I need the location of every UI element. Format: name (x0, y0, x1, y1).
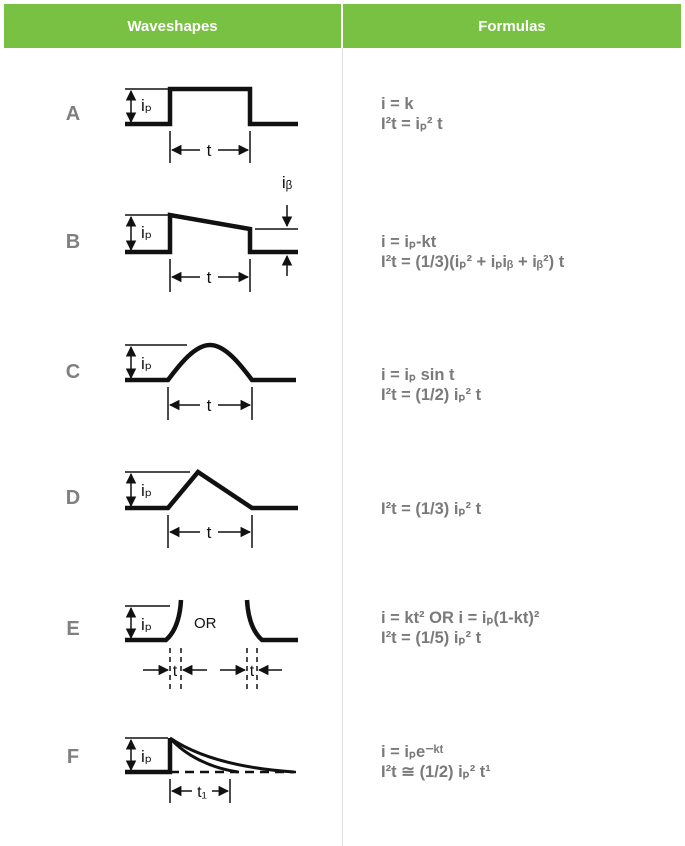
formula-c-line1: i = iₚ sin t (381, 366, 455, 384)
waveshape-e: iₚ OR t t (125, 599, 298, 690)
table-header: Waveshapes Formulas (0, 0, 685, 48)
formula-e-line2: I²t = (1/5) iₚ² t (381, 629, 482, 647)
formula-a-line2: I²t = iₚ² t (381, 115, 443, 133)
formula-f: i = iₚe⁻ᵏᵗ I²t ≅ (1/2) iₚ² t¹ (381, 742, 491, 782)
formula-d: I²t = (1/3) iₚ² t (381, 499, 481, 519)
t-label-a: t (207, 141, 212, 160)
ip-label-b: iₚ (141, 223, 152, 242)
waveshape-f: iₚ t₁ (125, 736, 296, 803)
column-divider (342, 48, 343, 846)
waveshapes-header: Waveshapes (4, 4, 341, 48)
t-label-d: t (207, 523, 212, 542)
formula-b: i = iₚ-kt I²t = (1/3)(iₚ² + iₚiᵦ + iᵦ²) … (381, 232, 564, 272)
formula-a: i = k I²t = iₚ² t (381, 94, 443, 134)
formula-c-line2: I²t = (1/2) iₚ² t (381, 386, 482, 404)
ip-label-c: iₚ (141, 354, 152, 373)
t1-label-f: t₁ (197, 784, 207, 801)
row-label-c: C (65, 361, 81, 383)
or-label-e: OR (194, 615, 217, 632)
waveshape-c: iₚ t (125, 342, 296, 420)
formula-b-line2: I²t = (1/3)(iₚ² + iₚiᵦ + iᵦ²) t (381, 253, 565, 271)
ip-label-e: iₚ (141, 615, 152, 634)
formula-f-line2: I²t ≅ (1/2) iₚ² t¹ (381, 763, 491, 781)
waveshape-a: iₚ t (125, 86, 298, 163)
ib-label-b: iᵦ (282, 173, 293, 192)
formulas-header: Formulas (343, 4, 681, 48)
formula-f-line1: i = iₚe⁻ᵏᵗ (381, 743, 444, 761)
row-label-e: E (66, 618, 80, 640)
formula-c: i = iₚ sin t I²t = (1/2) iₚ² t (381, 365, 481, 405)
t-label-e1: t (173, 663, 178, 680)
t-label-e2: t (250, 663, 255, 680)
waveshape-b: iₚ iᵦ t (125, 173, 298, 292)
formula-e: i = kt² OR i = iₚ(1-kt)² I²t = (1/5) iₚ²… (381, 608, 539, 648)
t-label-c: t (207, 396, 212, 415)
ip-label-f: iₚ (141, 747, 152, 766)
row-label-b: B (65, 231, 81, 253)
row-label-a: A (65, 103, 81, 125)
formula-a-line1: i = k (381, 95, 414, 113)
ip-label-a: iₚ (141, 96, 152, 115)
formula-e-line1: i = kt² OR i = iₚ(1-kt)² (381, 609, 540, 627)
formula-b-line1: i = iₚ-kt (381, 233, 437, 251)
waveshape-diagrams: iₚ t iₚ iᵦ t iₚ t iₚ (125, 86, 298, 803)
row-label-d: D (65, 487, 81, 509)
waveshape-d: iₚ t (125, 469, 298, 548)
ip-label-d: iₚ (141, 481, 152, 500)
t-label-b: t (207, 268, 212, 287)
row-label-f: F (66, 746, 80, 768)
formula-d-line1: I²t = (1/3) iₚ² t (381, 500, 482, 518)
